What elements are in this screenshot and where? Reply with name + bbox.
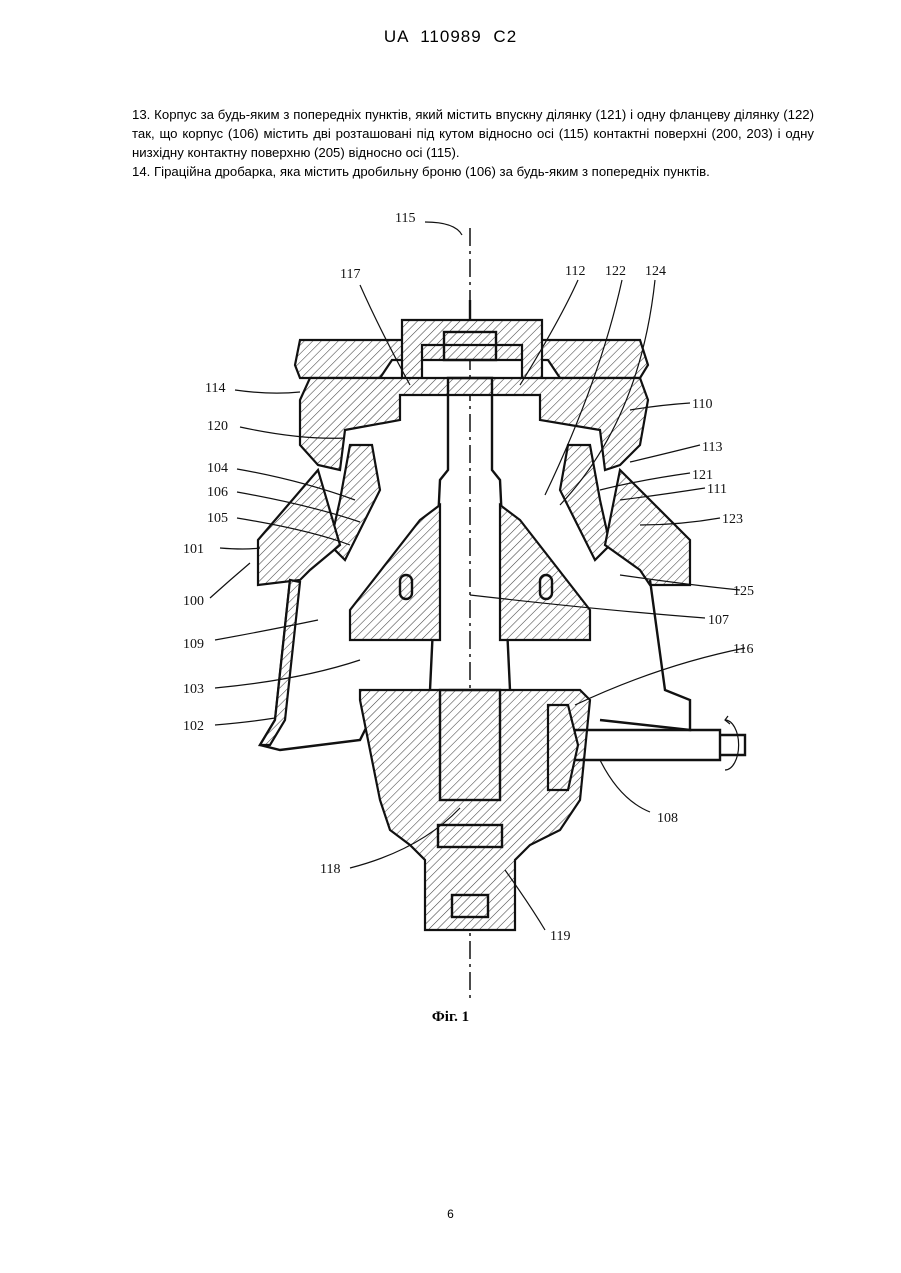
- concave-right: [560, 445, 610, 560]
- label-113: 113: [702, 440, 722, 455]
- lower-frame-flange: [258, 470, 340, 585]
- label-110: 110: [692, 397, 712, 412]
- label-111: 111: [707, 482, 727, 497]
- gyratory-crusher-drawing: 115 117 112 122 124 114 110 120 113 104 …: [170, 200, 790, 1010]
- label-119: 119: [550, 929, 570, 944]
- label-125: 125: [733, 584, 754, 599]
- label-120: 120: [207, 419, 228, 434]
- label-108: 108: [657, 811, 678, 826]
- label-118: 118: [320, 862, 340, 877]
- drive-shaft: [560, 730, 745, 760]
- label-123: 123: [722, 512, 743, 527]
- claims-text: 13. Корпус за будь-яким з попередніх пун…: [132, 105, 814, 181]
- label-105: 105: [207, 511, 228, 526]
- lower-frame-flange-right: [605, 470, 690, 585]
- document-header: UA 110989 C2: [0, 27, 901, 47]
- label-115: 115: [395, 211, 415, 226]
- label-104: 104: [207, 461, 228, 476]
- label-117: 117: [340, 267, 360, 282]
- claim-14: 14. Гіраційна дробарка, яка містить дроб…: [132, 162, 814, 181]
- label-109: 109: [183, 637, 204, 652]
- label-122: 122: [605, 264, 626, 279]
- label-116: 116: [733, 642, 753, 657]
- label-100: 100: [183, 594, 204, 609]
- label-114: 114: [205, 381, 225, 396]
- label-106: 106: [207, 485, 228, 500]
- label-124: 124: [645, 264, 666, 279]
- rotation-arrow-icon: [725, 720, 739, 770]
- label-102: 102: [183, 719, 204, 734]
- label-107: 107: [708, 613, 729, 628]
- label-101: 101: [183, 542, 204, 557]
- label-112: 112: [565, 264, 585, 279]
- figure-caption: Фіг. 1: [0, 1009, 901, 1026]
- label-121: 121: [692, 468, 713, 483]
- claim-13: 13. Корпус за будь-яким з попередніх пун…: [132, 105, 814, 162]
- label-103: 103: [183, 682, 204, 697]
- page-number: 6: [0, 1207, 901, 1221]
